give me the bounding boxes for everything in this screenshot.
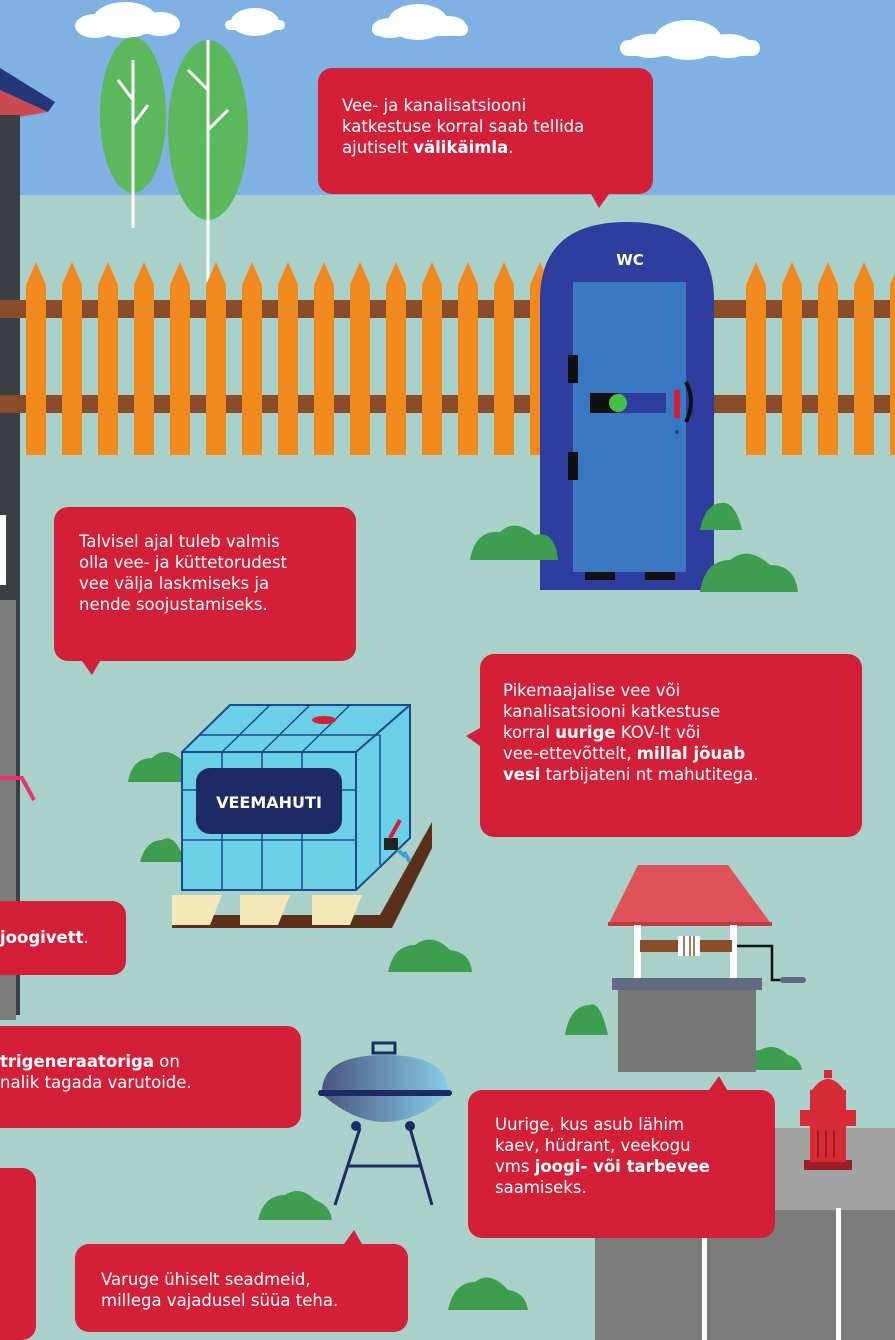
bush-icon bbox=[700, 553, 798, 592]
bubble-generator: trigeneraatoriga on nalik tagada varutoi… bbox=[0, 1026, 301, 1128]
bubble-drinking-water: joogivett. bbox=[0, 901, 126, 975]
fence-picket bbox=[818, 262, 838, 455]
grill-icon bbox=[318, 1041, 452, 1206]
well-icon bbox=[608, 865, 806, 1072]
bush-icon bbox=[128, 751, 190, 782]
fence-picket bbox=[494, 262, 514, 455]
bubble-cooking-devices: Varuge ühiselt seadmeid, millega vajadus… bbox=[75, 1230, 408, 1332]
bush-icon bbox=[140, 838, 185, 862]
cloud-icon bbox=[372, 4, 468, 40]
bubble-long-term-outage: Pikemaajalise vee või kanalisatsiooni ka… bbox=[466, 654, 862, 837]
fence-picket bbox=[746, 262, 766, 455]
bush-icon bbox=[565, 1004, 608, 1035]
cloud-icon bbox=[75, 2, 180, 38]
fence-picket bbox=[782, 262, 802, 455]
fence-picket bbox=[350, 262, 370, 455]
fence-picket bbox=[62, 262, 82, 455]
fence-picket bbox=[242, 262, 262, 455]
bush-icon bbox=[470, 525, 558, 560]
tree-icon bbox=[168, 40, 248, 282]
tree-icon bbox=[100, 37, 166, 228]
pink-line bbox=[0, 776, 36, 801]
fence-picket bbox=[458, 262, 478, 455]
hydrant-icon bbox=[800, 1070, 856, 1170]
cloud-icon bbox=[620, 20, 760, 60]
window-edge bbox=[0, 515, 6, 585]
cloud-icon bbox=[225, 8, 285, 36]
fence-picket bbox=[314, 262, 334, 455]
portable-toilet-icon: WC bbox=[540, 222, 714, 590]
fence-picket bbox=[206, 262, 226, 455]
bush-icon bbox=[448, 1277, 528, 1310]
fence-picket bbox=[278, 262, 298, 455]
bush-icon bbox=[388, 939, 472, 972]
tank-label: VEEMAHUTI bbox=[216, 793, 322, 812]
bubble-nearest-well: Uurige, kus asub lähim kaev, hüdrant, ve… bbox=[468, 1076, 775, 1238]
fence-picket bbox=[386, 262, 406, 455]
bubble-winter-pipes: Talvisel ajal tuleb valmis olla vee- ja … bbox=[54, 507, 356, 675]
fence-picket bbox=[422, 262, 442, 455]
fence-picket bbox=[26, 262, 46, 455]
bush-icon bbox=[258, 1191, 332, 1220]
water-tank-icon: VEEMAHUTI bbox=[172, 704, 432, 928]
fence-picket bbox=[170, 262, 190, 455]
fence-picket bbox=[854, 262, 874, 455]
fence-picket bbox=[890, 273, 895, 455]
fence-picket bbox=[134, 262, 154, 455]
wc-sign: WC bbox=[616, 251, 644, 269]
fence-picket bbox=[98, 262, 118, 455]
bubble-bottom-left: e bbox=[0, 1168, 36, 1340]
bubble-portable-toilet: Vee- ja kanalisatsiooni katkestuse korra… bbox=[318, 68, 653, 208]
bush-icon bbox=[700, 502, 742, 530]
